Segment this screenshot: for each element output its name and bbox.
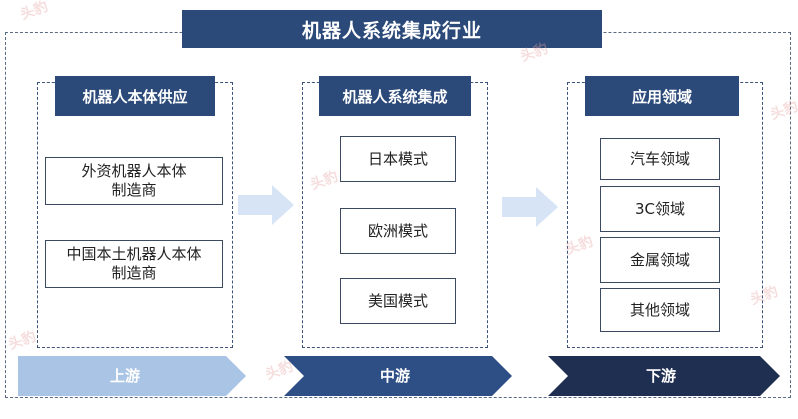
- midstream-item-usa: 美国模式: [340, 278, 456, 324]
- downstream-item-other: 其他领域: [600, 288, 720, 332]
- upstream-column: [37, 82, 233, 348]
- flow-arrow-2: [502, 187, 558, 227]
- downstream-item-auto: 汽车领域: [600, 138, 720, 180]
- stage-downstream-label: 下游: [646, 367, 677, 385]
- downstream-header: 应用领域: [585, 76, 739, 116]
- diagram-title: 机器人系统集成行业: [182, 10, 602, 48]
- stage-upstream-arrow: [18, 356, 246, 396]
- watermark: 头豹: [18, 0, 51, 24]
- midstream-item-europe: 欧洲模式: [340, 208, 456, 254]
- stage-upstream-label: 上游: [110, 367, 141, 385]
- midstream-header: 机器人系统集成: [319, 76, 471, 116]
- upstream-item-domestic: 中国本土机器人本体 制造商: [45, 240, 223, 288]
- stage-downstream-arrow: [548, 356, 780, 396]
- stage-midstream-arrow: [284, 356, 512, 396]
- stage-midstream-label: 中游: [380, 367, 411, 385]
- upstream-header: 机器人本体供应: [55, 76, 215, 116]
- flow-arrow-1: [238, 185, 294, 225]
- midstream-item-japan: 日本模式: [340, 136, 456, 182]
- downstream-item-3c: 3C领域: [600, 186, 720, 232]
- downstream-item-metal: 金属领域: [600, 237, 720, 283]
- upstream-item-foreign: 外资机器人本体 制造商: [45, 157, 223, 205]
